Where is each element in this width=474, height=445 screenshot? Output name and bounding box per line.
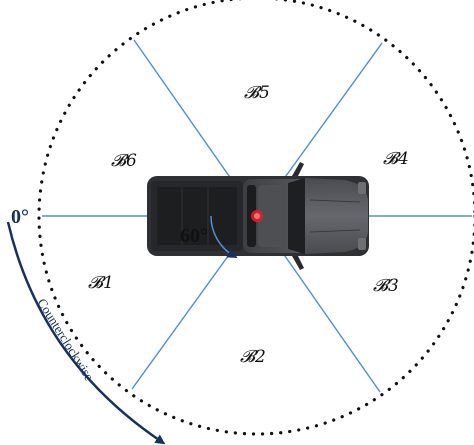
angle-arc bbox=[210, 215, 238, 259]
sector-label-b6: 𝓑6 bbox=[111, 151, 137, 171]
sector-label-b5: 𝓑5 bbox=[244, 83, 270, 103]
zero-degree-label: 0° bbox=[11, 206, 29, 228]
counterclockwise-label: Counterclockwise bbox=[34, 296, 97, 384]
sector-label-b3: 𝓑3 bbox=[373, 276, 399, 296]
center-marker bbox=[251, 210, 263, 222]
sector-label-b1: 𝓑1 bbox=[88, 273, 114, 293]
sector-label-b4: 𝓑4 bbox=[383, 149, 409, 169]
sector-label-b2: 𝓑2 bbox=[240, 347, 266, 367]
angle-label: 60° bbox=[180, 225, 208, 247]
counterclockwise-arrow bbox=[6, 221, 166, 445]
